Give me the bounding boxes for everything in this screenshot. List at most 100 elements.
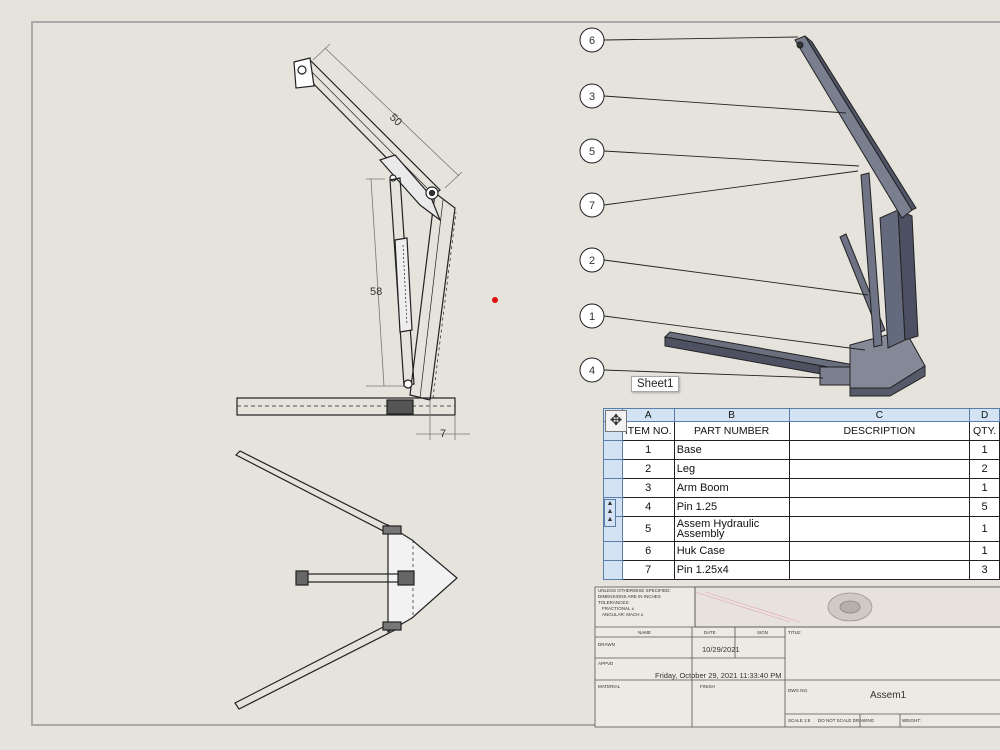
- header-item-no[interactable]: ITEM NO.: [621, 421, 675, 441]
- sheet-border: [31, 21, 1000, 726]
- column-letter-c[interactable]: C: [788, 408, 971, 422]
- cylinder-base-pin: [403, 379, 413, 389]
- row-handle[interactable]: [603, 440, 623, 460]
- move-table-icon[interactable]: ✥: [605, 410, 627, 432]
- balloon-4[interactable]: 4: [579, 357, 605, 383]
- iso-cylinder: [860, 172, 883, 348]
- hook-pin: [297, 65, 307, 75]
- part-cell[interactable]: Pin 1.25: [673, 497, 790, 517]
- balloon-label: 1: [589, 311, 595, 323]
- tb-note-2: DIMENSIONS ARE IN INCHES: [598, 594, 661, 599]
- header-description[interactable]: DESCRIPTION: [788, 421, 971, 441]
- origin-point: [492, 297, 498, 303]
- tb-drawn-date: 10/29/2021: [702, 645, 740, 654]
- tb-note-1: UNLESS OTHERWISE SPECIFIED:: [598, 588, 671, 593]
- row-handle[interactable]: [603, 541, 623, 561]
- tb-dwg-label: DWG NO.: [788, 688, 808, 693]
- top-view[interactable]: [234, 450, 458, 710]
- part-cell[interactable]: Base: [673, 440, 790, 460]
- balloon-label: 6: [589, 35, 595, 47]
- tb-sign-label: SIGN: [757, 630, 768, 635]
- isometric-view[interactable]: [663, 35, 926, 397]
- dim-column-height[interactable]: 58: [370, 286, 382, 298]
- part-cell[interactable]: Arm Boom: [673, 478, 790, 498]
- bom-row: 4 Pin 1.25 5: [603, 497, 1000, 517]
- description-cell[interactable]: [788, 516, 971, 542]
- part-cell[interactable]: Leg: [673, 459, 790, 479]
- column-letter-d[interactable]: D: [969, 408, 1000, 422]
- row-handle[interactable]: [603, 478, 623, 498]
- iso-leg: [663, 331, 861, 373]
- item-cell[interactable]: 6: [621, 541, 675, 561]
- header-qty[interactable]: QTY.: [969, 421, 1000, 441]
- item-cell[interactable]: 1: [621, 440, 675, 460]
- qty-cell[interactable]: 1: [969, 440, 1000, 460]
- top-leg-upper: [234, 450, 398, 537]
- tb-appvd-label: APPVD: [598, 661, 614, 666]
- qty-cell[interactable]: 1: [969, 541, 1000, 561]
- balloon-6[interactable]: 6: [579, 27, 605, 53]
- bom-row: 2 Leg 2: [603, 459, 1000, 479]
- balloon-3[interactable]: 3: [579, 83, 605, 109]
- top-leg-lower: [234, 622, 396, 710]
- tb-scale-label: SCALE 1:8: [788, 718, 811, 723]
- bom-row: 1 Base 1: [603, 440, 1000, 460]
- balloon-2[interactable]: 2: [579, 247, 605, 273]
- item-cell[interactable]: 7: [621, 560, 675, 580]
- description-cell[interactable]: [788, 459, 971, 479]
- tb-note-5: ANGULAR: MACH ±: [602, 612, 644, 617]
- tb-weight-label: WEIGHT:: [902, 718, 921, 723]
- balloon-5[interactable]: 5: [579, 138, 605, 164]
- bom-row: 7 Pin 1.25x4 3: [603, 560, 1000, 580]
- dim-boom-length[interactable]: 50: [387, 112, 404, 129]
- dim-base-offset[interactable]: 7: [440, 428, 446, 440]
- row-handle[interactable]: [603, 459, 623, 479]
- column-letter-a[interactable]: A: [621, 408, 675, 422]
- row-resize-handle-icon[interactable]: ▲▲▲: [604, 499, 616, 527]
- column-letter-b[interactable]: B: [673, 408, 790, 422]
- tb-date-label: DATE: [704, 630, 716, 635]
- title-block[interactable]: [594, 586, 1000, 728]
- description-cell[interactable]: [788, 560, 971, 580]
- description-cell[interactable]: [788, 497, 971, 517]
- row-handle[interactable]: [603, 560, 623, 580]
- description-cell[interactable]: [788, 478, 971, 498]
- balloons[interactable]: 6 3 5 7 2 1 4: [579, 27, 605, 383]
- sheet-tooltip[interactable]: Sheet1: [631, 376, 680, 392]
- front-view[interactable]: 50 58 7: [236, 43, 470, 440]
- qty-cell[interactable]: 2: [969, 459, 1000, 479]
- tb-dns-label: DO NOT SCALE DRAWING: [818, 718, 875, 723]
- qty-cell[interactable]: 1: [969, 478, 1000, 498]
- header-part-number[interactable]: PART NUMBER: [673, 421, 790, 441]
- part-cell[interactable]: Pin 1.25x4: [673, 560, 790, 580]
- tb-note-4: FRACTIONAL ±: [602, 606, 635, 611]
- qty-cell[interactable]: 1: [969, 516, 1000, 542]
- bom-table[interactable]: A B C D ITEM NO. PART NUMBER DESCRIPTION…: [603, 408, 1000, 580]
- part-cell[interactable]: Assem Hydraulic Assembly: [673, 516, 790, 542]
- balloon-leaders: [603, 36, 869, 379]
- item-cell[interactable]: 5: [621, 516, 675, 542]
- item-cell[interactable]: 3: [621, 478, 675, 498]
- top-base: [387, 523, 458, 634]
- tb-material-label: MATERIAL: [598, 684, 621, 689]
- qty-cell[interactable]: 3: [969, 560, 1000, 580]
- part-cell[interactable]: Huk Case: [673, 541, 790, 561]
- description-cell[interactable]: [788, 440, 971, 460]
- balloon-label: 2: [589, 255, 595, 267]
- description-cell[interactable]: [788, 541, 971, 561]
- tb-title-label: TITLE:: [788, 630, 802, 635]
- dimension-lines: [312, 43, 470, 440]
- bom-header-row: ITEM NO. PART NUMBER DESCRIPTION QTY.: [603, 421, 1000, 441]
- balloon-1[interactable]: 1: [579, 303, 605, 329]
- balloon-7[interactable]: 7: [579, 192, 605, 218]
- balloon-label: 4: [589, 365, 595, 377]
- item-cell[interactable]: 2: [621, 459, 675, 479]
- balloon-label: 7: [589, 200, 595, 212]
- tb-appvd-date: Friday, October 29, 2021 11:33:40 PM: [655, 671, 781, 680]
- title-block-text: UNLESS OTHERWISE SPECIFIED: DIMENSIONS A…: [598, 588, 921, 723]
- item-cell[interactable]: 4: [621, 497, 675, 517]
- bom-table-container[interactable]: A B C D ITEM NO. PART NUMBER DESCRIPTION…: [603, 408, 1000, 587]
- tb-drawn-label: DRAWN: [598, 642, 615, 647]
- qty-cell[interactable]: 5: [969, 497, 1000, 517]
